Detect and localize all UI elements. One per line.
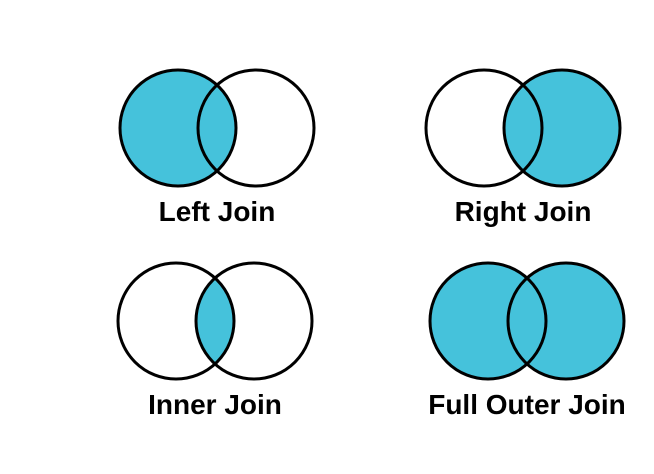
right-circle-outline	[196, 68, 316, 188]
venn-label-full-outer-join: Full Outer Join	[428, 389, 626, 420]
left-circle-outline	[428, 261, 548, 381]
venn-label-inner-join: Inner Join	[148, 389, 282, 420]
venn-panel-inner-join: Inner Join	[95, 259, 335, 422]
venn-label-right-join: Right Join	[454, 196, 592, 227]
right-circle-outline	[506, 261, 626, 381]
venn-panel-left-join: Left Join	[97, 66, 337, 229]
venn-diagram-right-join	[424, 68, 622, 188]
left-circle-outline	[116, 261, 236, 381]
right-circle-outline	[502, 68, 622, 188]
venn-diagram-inner-join	[116, 261, 314, 381]
right-circle-outline	[194, 261, 314, 381]
venn-panel-full-outer-join: Full Outer Join	[407, 259, 647, 422]
left-circle-outline	[424, 68, 544, 188]
venn-panel-right-join: Right Join	[403, 66, 643, 229]
venn-label-left-join: Left Join	[158, 196, 276, 227]
venn-diagram-left-join	[118, 68, 316, 188]
venn-diagram-full-outer-join	[428, 261, 626, 381]
left-circle-outline	[118, 68, 238, 188]
